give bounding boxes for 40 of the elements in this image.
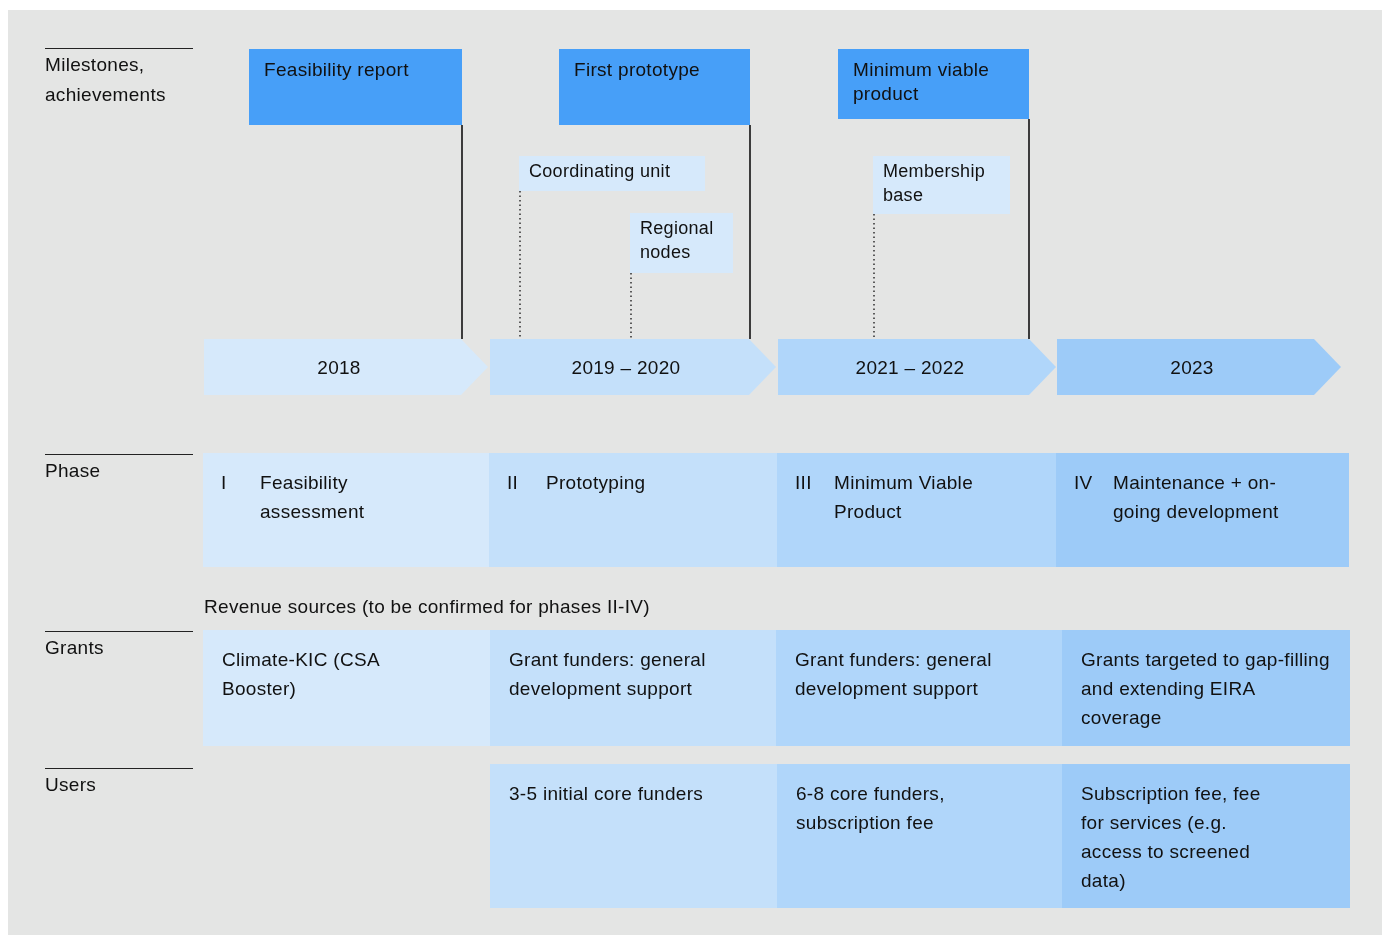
revenue-cell: Grant funders: general development support: [776, 630, 1062, 746]
dotted-connector: [519, 190, 521, 340]
year-banner: 2021 – 2022: [778, 339, 1056, 395]
phase-cell: [203, 453, 489, 567]
revenue-cell: Subscription fee, fee for services (e.g. access to screened data): [1062, 764, 1350, 908]
achievement-tag: Coordinating unit: [519, 156, 705, 191]
phase-cell: [489, 453, 777, 567]
milestone-flag: Feasibility report: [249, 49, 462, 125]
revenue-cell: 3-5 initial core funders: [490, 764, 777, 908]
year-banner: 2023: [1057, 339, 1341, 395]
revenue-cell: Grant funders: general development support: [490, 630, 776, 746]
revenue-cell: 6-8 core funders, subscription fee: [777, 764, 1062, 908]
section-heading: Revenue sources (to be confirmed for phases II-IV): [204, 595, 651, 619]
revenue-cell: Grants targeted to gap-filling and extending EIRA coverage: [1062, 630, 1350, 746]
connector-line: [461, 124, 463, 340]
year-banner: 2019 – 2020: [490, 339, 776, 395]
phase-numeral: IV: [1074, 471, 1093, 495]
row-heading: Users: [45, 768, 193, 800]
year-banner: 2018: [204, 339, 488, 395]
dotted-connector: [630, 272, 632, 340]
phase-name: Feasibility assessment: [260, 471, 366, 524]
revenue-cell: Climate-KIC (CSA Booster): [203, 630, 490, 746]
phase-numeral: II: [507, 471, 519, 495]
row-heading: Milestones, achievements: [45, 48, 193, 110]
connector-line: [1028, 118, 1030, 340]
phase-name: Prototyping: [546, 471, 647, 495]
row-heading: Phase: [45, 454, 193, 486]
achievement-tag: Regional nodes: [630, 213, 733, 273]
milestone-flag: Minimum viable product: [838, 49, 1029, 119]
phase-cell: [1056, 453, 1349, 567]
dotted-connector: [873, 213, 875, 340]
milestone-flag: First prototype: [559, 49, 750, 125]
phase-cell: [777, 453, 1056, 567]
phase-numeral: III: [795, 471, 812, 495]
row-heading: Grants: [45, 631, 193, 663]
achievement-tag: Membership base: [873, 156, 1010, 214]
phase-name: Maintenance + on-going development: [1113, 471, 1280, 524]
phase-numeral: I: [221, 471, 227, 495]
connector-line: [749, 124, 751, 340]
phase-name: Minimum Viable Product: [834, 471, 974, 524]
